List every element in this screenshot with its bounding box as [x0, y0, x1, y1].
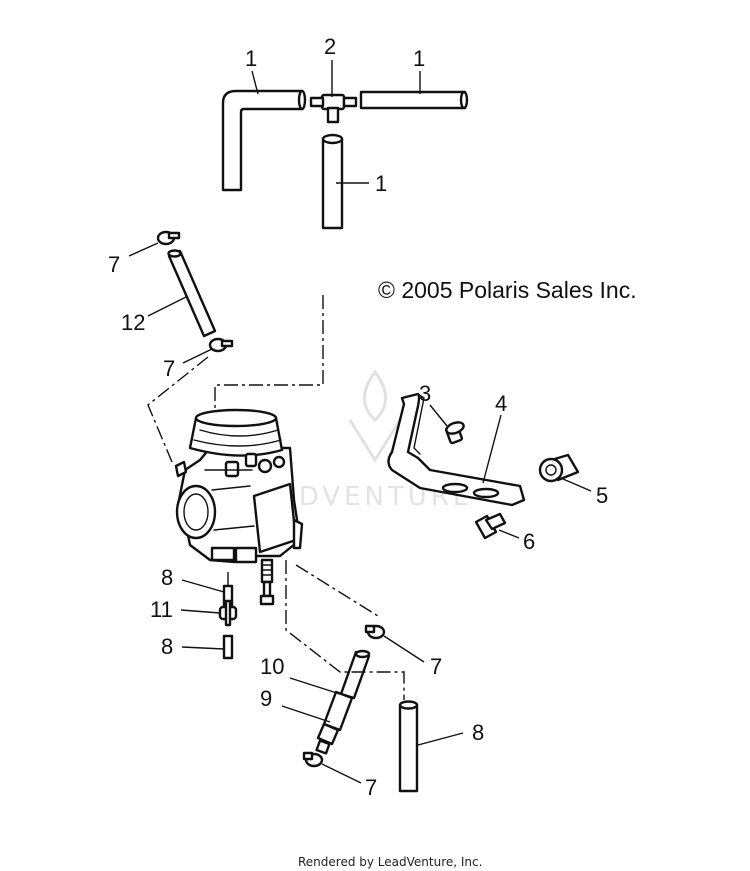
callout-6: 6 [523, 529, 535, 554]
vent-hose-straight-right [359, 90, 469, 110]
screw-3 [444, 421, 465, 445]
callout-5: 5 [596, 483, 608, 508]
callout-8-upper: 8 [161, 565, 173, 590]
callout-1-elbow: 1 [245, 46, 257, 71]
routing-lines [147, 295, 405, 700]
spacer-5 [538, 453, 580, 483]
callout-1-vertical: 1 [375, 171, 387, 196]
callout-1-right: 1 [413, 46, 425, 71]
callout-12: 12 [121, 310, 145, 335]
callout-2: 2 [324, 34, 336, 59]
callout-11: 11 [150, 597, 173, 622]
copyright-notice: © 2005 Polaris Sales Inc. [378, 277, 637, 303]
vent-hose-vertical [321, 133, 344, 230]
callout-7-top: 7 [108, 252, 120, 277]
callout-4: 4 [495, 391, 507, 416]
leader-lines [128, 60, 592, 784]
vent-hose-elbow [221, 89, 307, 192]
carburetor [174, 408, 304, 606]
hose-12 [167, 249, 217, 338]
hose-8-lower [222, 634, 234, 660]
clamp-7-top [156, 230, 181, 246]
callout-7-lower-b: 7 [365, 775, 377, 800]
fitting-9 [315, 690, 354, 755]
clamp-7-lower-a [364, 624, 386, 640]
tee-fitting [309, 93, 358, 124]
callout-7-middle: 7 [163, 356, 175, 381]
hose-10 [339, 649, 371, 700]
callout-3: 3 [419, 381, 431, 406]
callout-9: 9 [260, 686, 272, 711]
callout-10: 10 [260, 654, 284, 679]
callout-7-lower-a: 7 [430, 654, 442, 679]
clamp-7-middle [208, 337, 234, 353]
tee-11 [218, 599, 238, 627]
footer-credit: Rendered by LeadVenture, Inc. [298, 855, 482, 869]
callout-8-long: 8 [472, 720, 484, 745]
callout-8-lower: 8 [161, 634, 173, 659]
hose-8-long [398, 700, 419, 793]
bolt-6 [474, 512, 507, 540]
bracket-4 [387, 392, 526, 507]
clamp-7-lower-b [302, 751, 324, 768]
